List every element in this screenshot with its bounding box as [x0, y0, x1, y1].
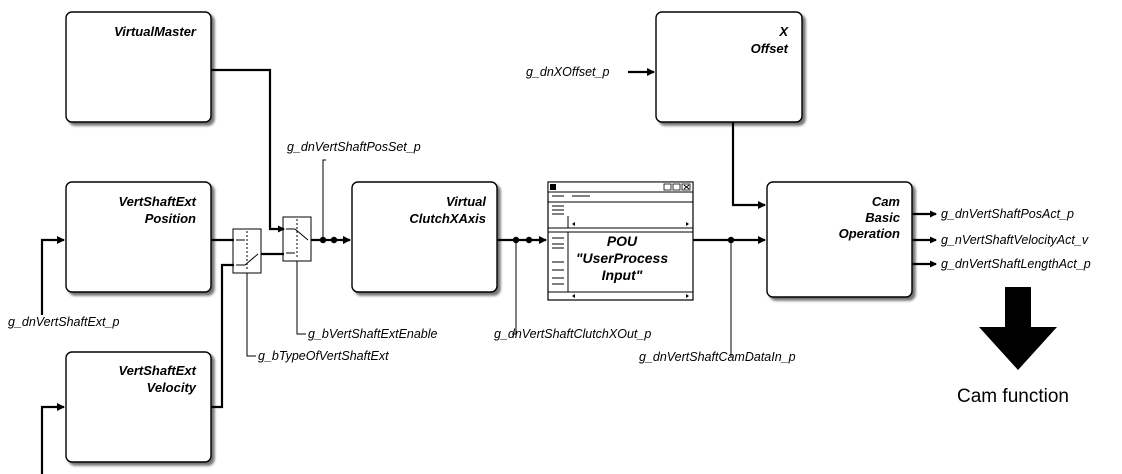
- block-virtual-clutch-x-axis: Virtual ClutchXAxis: [351, 181, 498, 293]
- signal-type-of-ext: g_bTypeOfVertShaftExt: [258, 349, 389, 363]
- signal-length-act: g_dnVertShaftLengthAct_p: [941, 257, 1091, 271]
- pou-label-line: POU: [607, 233, 638, 249]
- block-label-line: Cam: [872, 194, 901, 209]
- block-vert-shaft-ext-velocity: VertShaftExt Velocity: [65, 351, 212, 463]
- switch-icon: [282, 216, 312, 262]
- block-virtual-master-label: VirtualMaster: [114, 24, 197, 39]
- block-label-line: VertShaftExt: [118, 363, 196, 378]
- window-icon: [547, 181, 694, 298]
- signal-ext-enable: g_bVertShaftExtEnable: [308, 327, 438, 341]
- switch-icon: [232, 228, 262, 274]
- block-label-line: Operation: [839, 226, 900, 241]
- block-label-line: Virtual: [446, 194, 486, 209]
- signal-x-offset-in: g_dnXOffset_p: [526, 65, 609, 79]
- down-arrow-icon: [979, 287, 1057, 370]
- cam-function-label: Cam function: [957, 386, 1069, 407]
- signal-velocity-act: g_nVertShaftVelocityAct_v: [941, 233, 1089, 247]
- signal-ext-in: g_dnVertShaftExt_p: [8, 315, 119, 329]
- block-label-line: VertShaftExt: [118, 194, 196, 209]
- block-cam-basic-operation: Cam Basic Operation: [766, 181, 913, 298]
- pou-label-line: Input": [602, 267, 643, 283]
- signal-pos-act: g_dnVertShaftPosAct_p: [941, 207, 1074, 221]
- block-label-line: ClutchXAxis: [409, 211, 486, 226]
- block-label-line: X: [778, 24, 789, 39]
- block-label-line: Offset: [751, 41, 789, 56]
- signal-cam-data-in: g_dnVertShaftCamDataIn_p: [639, 350, 796, 364]
- block-label-line: Velocity: [147, 380, 197, 395]
- pou-window: POU "UserProcess Input": [547, 181, 694, 301]
- block-label-line: Position: [145, 211, 196, 226]
- block-x-offset: X Offset: [655, 11, 803, 123]
- signal-clutch-out: g_dnVertShaftClutchXOut_p: [494, 327, 651, 341]
- block-label-line: Basic: [865, 210, 900, 225]
- block-vert-shaft-ext-position: VertShaftExt Position: [65, 181, 212, 293]
- pou-label-line: "UserProcess: [576, 250, 668, 266]
- signal-pos-set: g_dnVertShaftPosSet_p: [287, 140, 421, 154]
- block-virtual-master: VirtualMaster: [65, 11, 212, 123]
